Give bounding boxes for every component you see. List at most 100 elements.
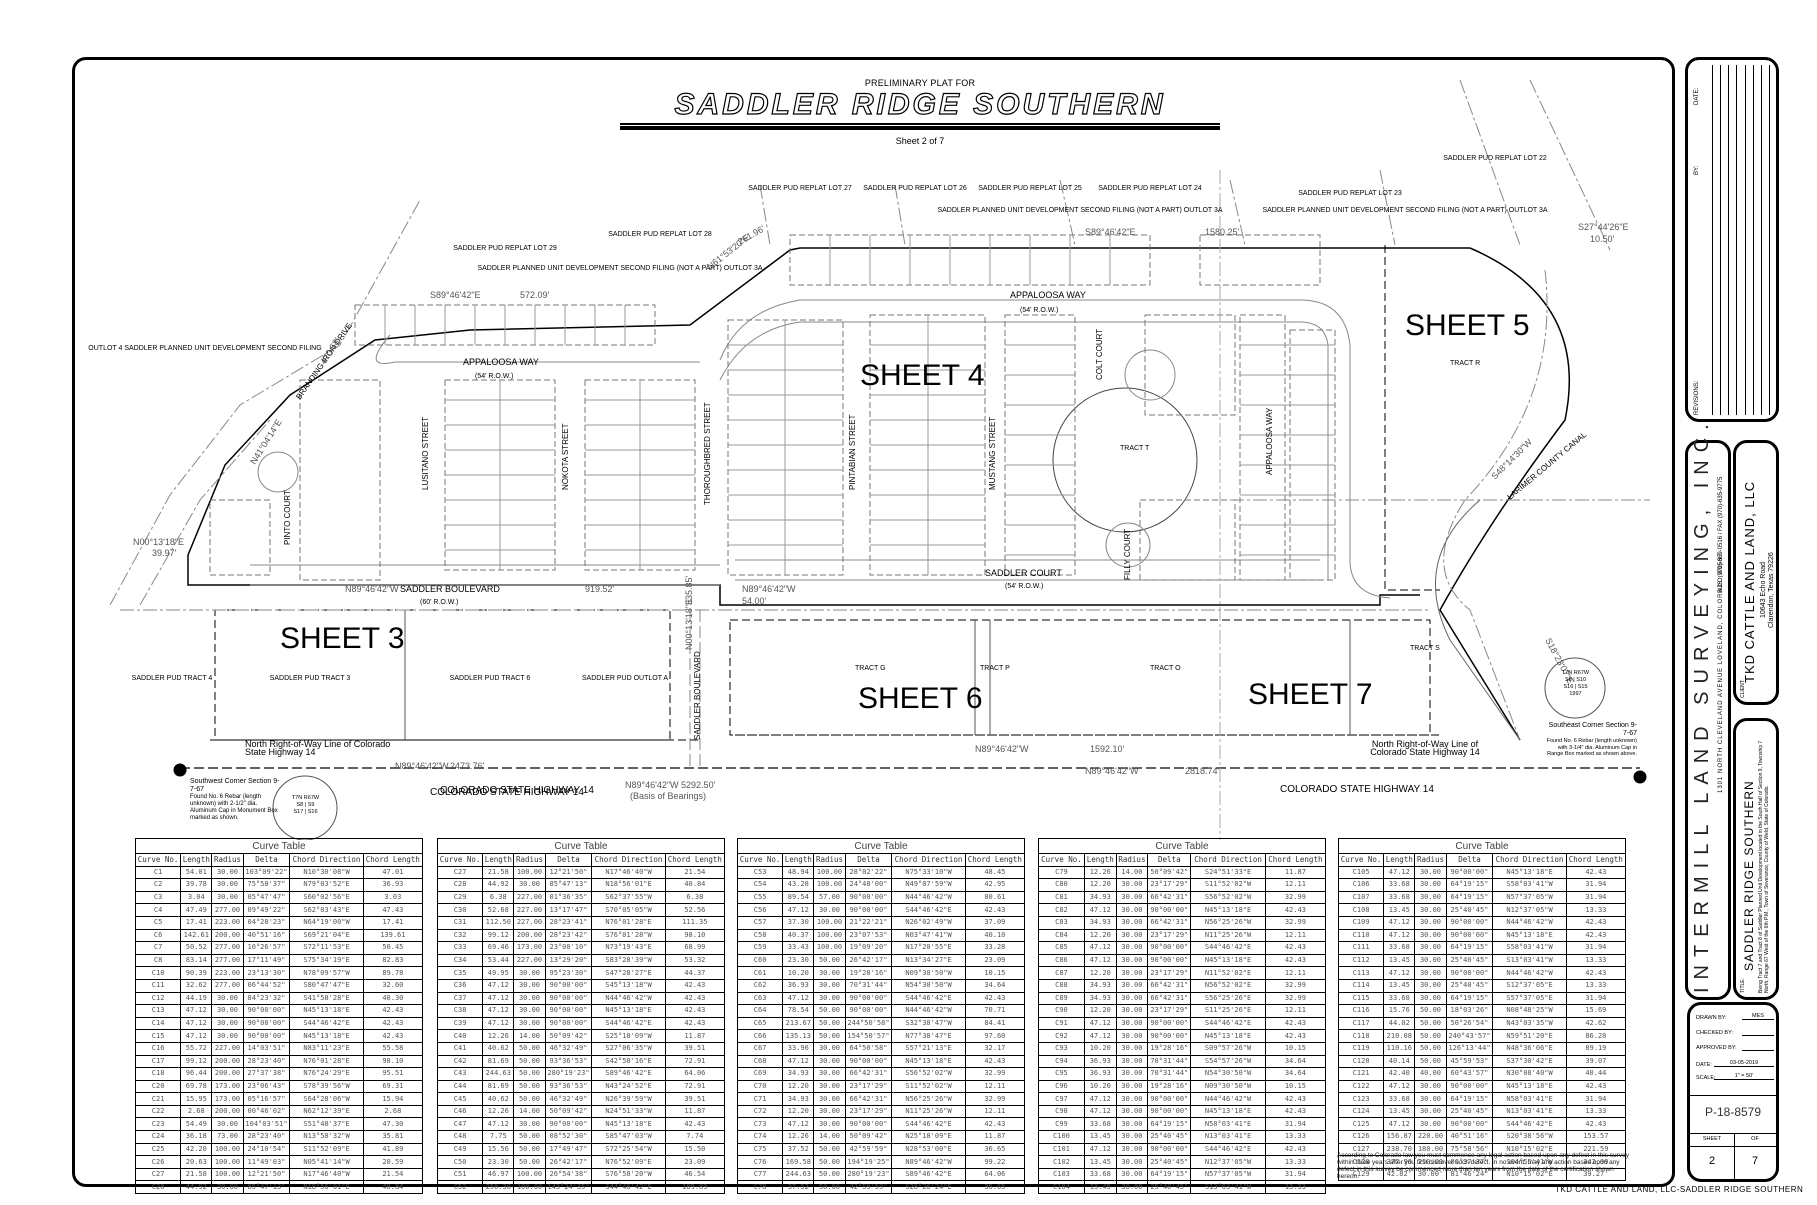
table-cell: 70.71 [964, 1004, 1026, 1018]
project-description: Being Tract 7 and Tract 8 of Saddler Pla… [1758, 740, 1770, 993]
table-cell: S44°46'42"E [891, 903, 966, 917]
sheet-label: SHEET [1702, 1136, 1722, 1142]
sw-corner-cap [272, 775, 338, 840]
table-cell: 19°28'16" [1147, 1079, 1192, 1094]
table-cell: 66°42'31" [1147, 915, 1192, 930]
table-cell: 25°40'45" [1147, 1180, 1192, 1195]
date-label: DATE: [1694, 87, 1700, 105]
cap-line: S16 | S15 [1563, 684, 1588, 690]
table-cell: 90°00'00" [544, 1004, 593, 1018]
adjacent-lot-27: SADDLER PUD REPLAT LOT 27 [748, 185, 852, 192]
street-nokota: NOKOTA STREET [561, 423, 570, 490]
column-header: Curve No. [436, 853, 484, 867]
table-cell: 42.43 [664, 1016, 726, 1031]
table-cell: 21.58 [180, 1167, 213, 1182]
table-cell: C44 [436, 1079, 484, 1094]
table-cell: 103°09'22" [242, 865, 291, 880]
table-cell: C100 [1038, 1130, 1085, 1144]
table-cell: 30.00 [813, 1067, 846, 1081]
table-cell: 34.64 [964, 978, 1026, 993]
table-cell: S37°30'42"E [1492, 1054, 1567, 1069]
table-cell: 31.94 [1565, 1092, 1627, 1106]
table-cell: C40 [436, 1029, 484, 1043]
distance-south: 1592.10' [1090, 744, 1125, 754]
table-cell: 30.00 [1115, 1004, 1149, 1018]
table-cell: 12.26 [482, 1029, 515, 1043]
table-cell: 66°42'31" [844, 1092, 893, 1106]
table-cell: S72°11'53"E [289, 941, 364, 955]
distance-north: 1580.25' [1205, 227, 1240, 237]
table-cell: 89.78 [362, 966, 424, 980]
table-cell: 30.00 [1414, 978, 1447, 993]
table-cell: C74 [736, 1130, 784, 1144]
table-cell: 90.39 [180, 966, 213, 980]
table-cell: 227.00 [211, 1041, 244, 1056]
table-cell: 34.93 [782, 1092, 815, 1106]
table-cell: C125 [1337, 1117, 1385, 1132]
table-cell: 42.43 [664, 991, 726, 1006]
curve-table-caption: Curve Table [1038, 838, 1326, 854]
table-cell: 100.00 [513, 1167, 546, 1182]
table-cell: 36.93 [782, 978, 815, 993]
table-cell: C117 [1337, 1016, 1385, 1031]
table-cell: C46 [436, 1104, 484, 1119]
table-cell: N64°19'00"W [289, 915, 364, 930]
table-cell: 39.07 [1565, 1054, 1627, 1069]
table-cell: S11°52'09"E [289, 1142, 364, 1157]
table-cell: 47.12 [482, 978, 515, 993]
table-cell: 47.12 [782, 991, 815, 1006]
table-cell: C112 [1337, 953, 1385, 968]
table-cell: C70 [736, 1079, 784, 1094]
table-cell: 17.41 [180, 915, 213, 930]
table-cell: 30.00 [813, 1117, 846, 1132]
table-cell: 50.52 [180, 941, 213, 955]
table-cell: C53 [736, 865, 784, 880]
table-cell: 42.43 [1565, 966, 1627, 980]
table-cell: 15.76 [1383, 1004, 1416, 1018]
title-rule [620, 123, 1220, 125]
row-label: (54' R.O.W.) [1005, 583, 1043, 590]
sheet-5-label: SHEET 5 [1405, 309, 1530, 342]
table-cell: C89 [1038, 991, 1085, 1006]
table-cell: 69.78 [180, 1079, 213, 1094]
table-cell: 14°03'51" [242, 1041, 291, 1056]
table-cell: C106 [1337, 878, 1385, 892]
table-cell: 3.04 [180, 890, 213, 905]
row-label: (60' R.O.W.) [420, 599, 458, 606]
table-cell: C67 [736, 1041, 784, 1056]
table-cell: C105 [1337, 865, 1385, 880]
table-cell: 13.33 [1565, 1104, 1627, 1119]
table-cell: 14.00 [513, 1104, 546, 1119]
table-cell: N76°01'28"E [591, 915, 666, 930]
table-cell: N09°30'50"W [1190, 1079, 1266, 1094]
table-cell: 40.10 [964, 928, 1026, 943]
table-cell: 42.43 [964, 1117, 1026, 1132]
table-cell: 64.06 [964, 1167, 1026, 1182]
distance-mid: 335.85' [684, 575, 694, 605]
table-cell: 31.94 [1565, 890, 1627, 905]
table-cell: S44°46'42"E [289, 1016, 364, 1031]
table-cell: 14.00 [1115, 865, 1149, 880]
table-cell: 47.12 [1083, 1016, 1117, 1031]
bearing-highway-west: N89°46'42"W [395, 761, 449, 771]
table-cell: N45°13'18"E [591, 1117, 666, 1132]
table-cell: 13.45 [1383, 953, 1416, 968]
table-cell: 227.00 [513, 953, 546, 968]
table-cell: 30.00 [1115, 978, 1149, 993]
table-cell: 90°00'00" [1445, 915, 1494, 930]
table-cell: 135.13 [782, 1029, 815, 1043]
table-cell: 32.17 [964, 1041, 1026, 1056]
column-header: Curve No. [1337, 853, 1385, 867]
table-cell: 42.43 [1264, 941, 1327, 955]
table-cell: 72.91 [664, 1054, 726, 1069]
table-cell: 90°00'00" [242, 1029, 291, 1043]
table-cell: C99 [1038, 1117, 1085, 1132]
